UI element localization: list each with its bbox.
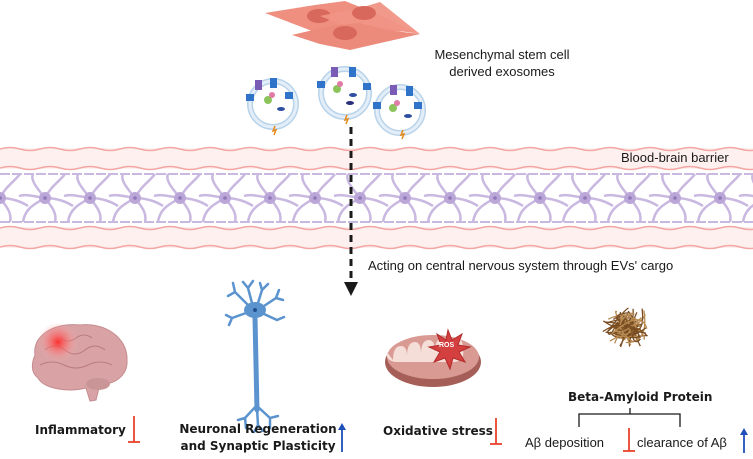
astrocyte-icon xyxy=(693,173,749,223)
exosome-icon xyxy=(317,66,372,125)
astrocyte-icon xyxy=(243,173,299,223)
inflammatory-label: Inflammatory xyxy=(35,423,126,437)
astrocyte-icon xyxy=(153,173,209,223)
bbb-top-edge xyxy=(0,146,753,152)
amyloid-fibril xyxy=(612,314,625,326)
astrocyte-icon xyxy=(648,173,704,223)
amyloid-plaque-icon xyxy=(602,307,648,348)
msc-label-line2: derived exosomes xyxy=(449,64,555,79)
arrow-head-icon xyxy=(344,282,358,296)
exosome-icon xyxy=(246,78,299,136)
neuronal-increase-icon xyxy=(338,423,346,452)
amyloid-fibril xyxy=(626,320,641,330)
amyloid-fibril xyxy=(621,323,636,332)
ros-label: ROS xyxy=(439,342,455,349)
msc-label-line1: Mesenchymal stem cell xyxy=(434,47,570,62)
amyloid-fibril xyxy=(607,323,639,335)
amyloid-label: Beta-Amyloid Protein xyxy=(568,390,713,404)
brain-icon xyxy=(31,322,128,402)
inflammatory-decrease-icon xyxy=(128,416,140,443)
astrocyte-icon xyxy=(63,173,119,223)
bbb-label: Blood-brain barrier xyxy=(621,150,729,165)
amyloid-fibril xyxy=(615,317,642,333)
oxidative-decrease-icon xyxy=(490,418,502,445)
astrocyte-icon xyxy=(513,173,569,223)
amyloid-fibril xyxy=(613,324,629,332)
amyloid-fibril xyxy=(614,312,635,344)
stem-cell-icon xyxy=(265,1,420,50)
astrocyte-icon xyxy=(18,173,74,223)
mitochondrion-icon xyxy=(385,328,481,387)
amyloid-bracket xyxy=(578,408,681,427)
clearance-increase-icon xyxy=(740,428,748,453)
deposition-label: Aβ deposition xyxy=(525,435,605,450)
neuronal-label-line1: Neuronal Regeneration xyxy=(179,422,337,436)
bbb-top-band xyxy=(0,148,753,169)
astrocyte-icon xyxy=(738,173,753,223)
astrocyte-icon xyxy=(423,173,479,223)
bbb-bottom-band xyxy=(0,227,753,248)
astrocyte-icon xyxy=(603,173,659,223)
astrocyte-icon xyxy=(0,173,29,223)
clearance-label: clearance of Aβ xyxy=(637,435,727,450)
astrocyte-icon xyxy=(558,173,614,223)
astrocyte-icon xyxy=(378,173,434,223)
astrocyte-icon xyxy=(198,173,254,223)
astrocyte-icon xyxy=(108,173,164,223)
ros-burst-icon xyxy=(427,328,472,371)
oxidative-label: Oxidative stress xyxy=(383,424,493,438)
astrocyte-icon xyxy=(333,173,389,223)
acting-label: Acting on central nervous system through… xyxy=(368,258,674,273)
bbb-top-edge2 xyxy=(0,165,753,171)
exosome-icon xyxy=(373,84,426,140)
amyloid-fibril xyxy=(611,319,648,335)
astrocyte-icon xyxy=(288,173,344,223)
neuron-icon xyxy=(224,279,286,434)
neuronal-label-line2: and Synaptic Plasticity xyxy=(180,439,336,453)
deposition-decrease-icon xyxy=(623,428,635,452)
astrocyte-icon xyxy=(468,173,524,223)
